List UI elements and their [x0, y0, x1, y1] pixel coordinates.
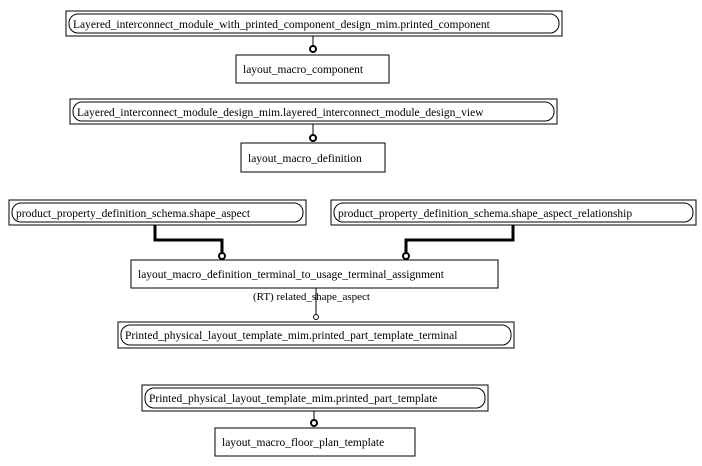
entity-part-template[interactable]: Printed_physical_layout_template_mim.pri… [141, 384, 489, 412]
entity-shape-aspect-relationship[interactable]: product_property_definition_schema.shape… [330, 199, 697, 226]
entity-lim-design-view[interactable]: Layered_interconnect_module_design_mim.l… [69, 98, 558, 125]
supertype-circle-4 [310, 419, 318, 427]
supertype-line-shape-aspect-relationship [404, 225, 515, 253]
relation-label-related-shape-aspect: (RT) related_shape_aspect [253, 291, 370, 303]
entity-lim-design-view-label: Layered_interconnect_module_design_mim.l… [77, 107, 484, 119]
entity-layout-macro-definition[interactable]: layout_macro_definition [240, 142, 386, 173]
entity-shape-aspect-relationship-label: product_property_definition_schema.shape… [338, 208, 632, 220]
entity-shape-aspect[interactable]: product_property_definition_schema.shape… [8, 199, 307, 226]
entity-terminal-assignment-label: layout_macro_definition_terminal_to_usag… [138, 269, 445, 281]
entity-shape-aspect-label: product_property_definition_schema.shape… [16, 208, 251, 220]
entity-floor-plan-template-label: layout_macro_floor_plan_template [222, 437, 384, 449]
supertype-circle-shape-aspect-relationship [402, 252, 410, 260]
relation-circle-related-shape-aspect [313, 314, 319, 320]
entity-layout-macro-definition-label: layout_macro_definition [248, 153, 362, 165]
entity-lim-printed-component[interactable]: Layered_interconnect_module_with_printed… [65, 10, 563, 37]
entity-floor-plan-template[interactable]: layout_macro_floor_plan_template [214, 427, 416, 457]
entity-terminal-assignment[interactable]: layout_macro_definition_terminal_to_usag… [130, 259, 499, 289]
supertype-circle-shape-aspect [218, 252, 226, 260]
entity-layout-macro-component[interactable]: layout_macro_component [235, 54, 390, 84]
supertype-circle-1 [309, 45, 317, 53]
supertype-circle-2 [309, 134, 317, 142]
entity-layout-macro-component-label: layout_macro_component [243, 64, 364, 76]
entity-template-terminal[interactable]: Printed_physical_layout_template_mim.pri… [117, 321, 515, 349]
supertype-line-shape-aspect [153, 225, 224, 253]
entity-lim-printed-component-label: Layered_interconnect_module_with_printed… [73, 19, 491, 31]
entity-part-template-label: Printed_physical_layout_template_mim.pri… [149, 393, 437, 405]
entity-template-terminal-label: Printed_physical_layout_template_mim.pri… [125, 330, 457, 342]
